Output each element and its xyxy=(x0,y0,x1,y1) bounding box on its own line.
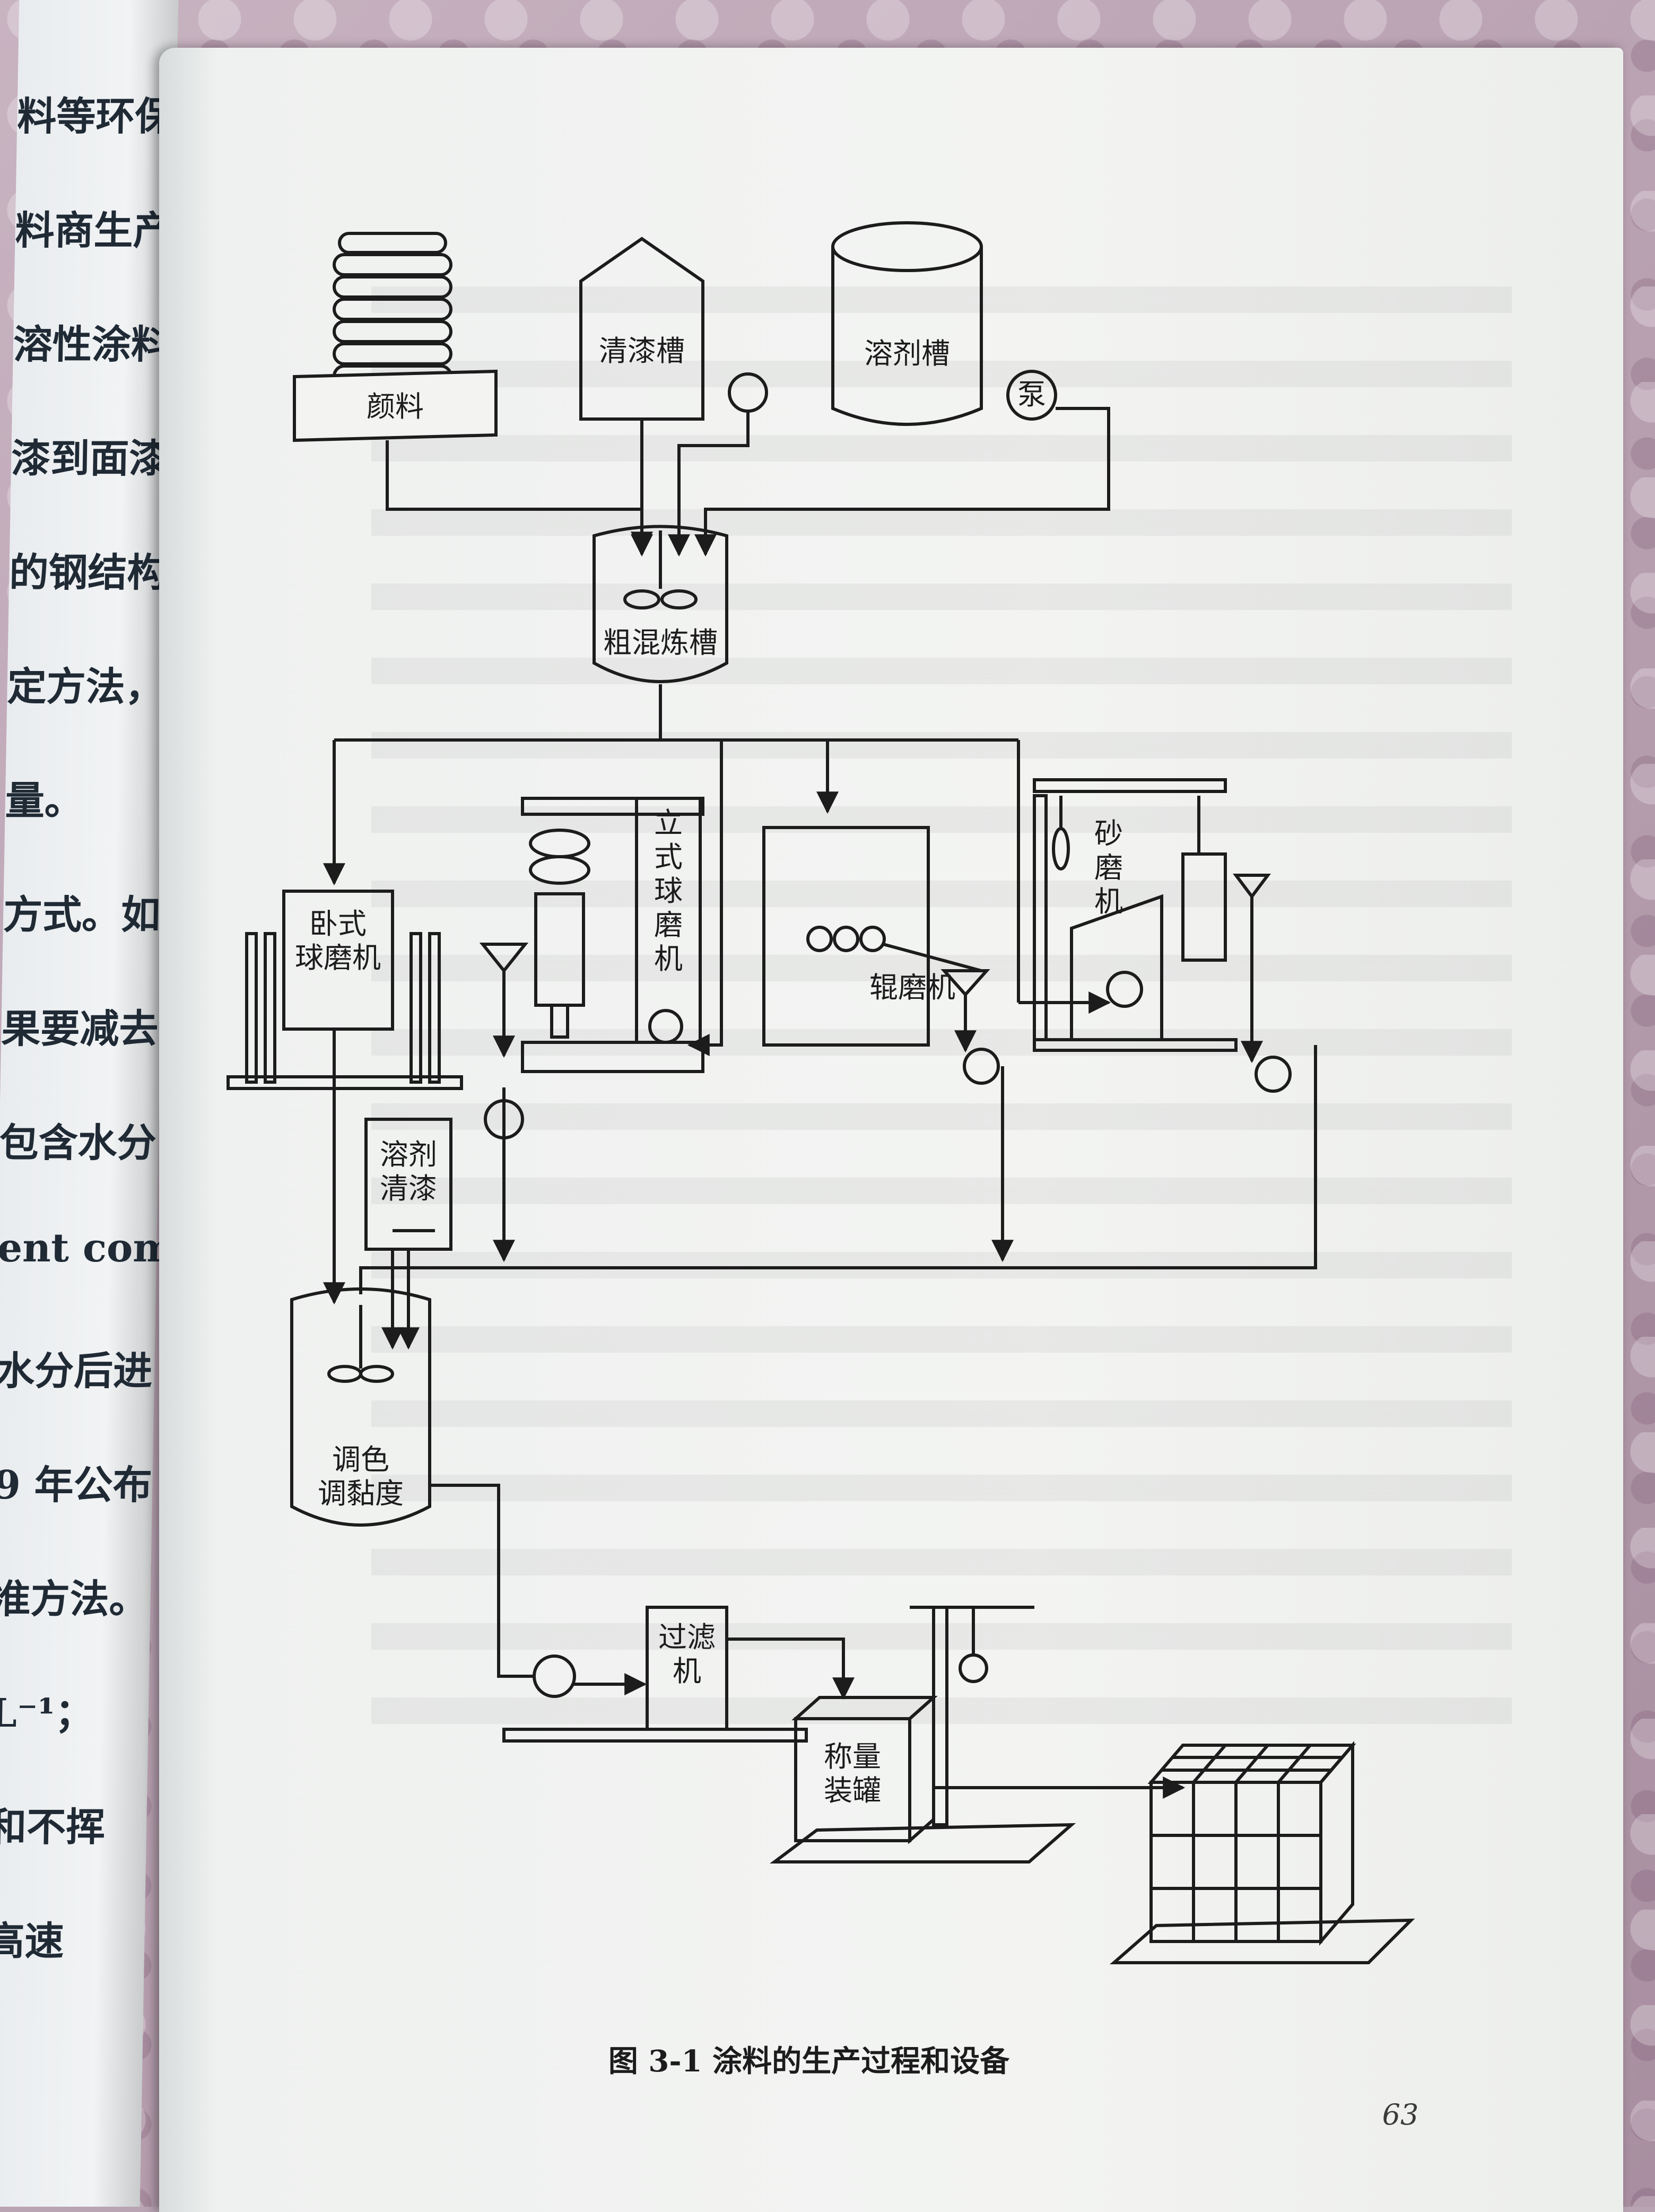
label-varnish-tank: 清漆槽 xyxy=(599,334,685,368)
sand-mill xyxy=(1033,778,1292,1093)
label-pigment: 颜料 xyxy=(367,390,424,423)
filter-machine xyxy=(502,1606,808,1743)
filter-pump xyxy=(533,1654,576,1698)
label-weigh-fill: 称量装罐 xyxy=(824,1740,881,1807)
label-filter: 过滤机 xyxy=(658,1621,716,1688)
solvent-pump xyxy=(1006,370,1057,421)
horizontal-ball-mill xyxy=(227,890,463,1090)
label-solvent-varnish: 溶剂清漆 xyxy=(380,1138,437,1205)
label-solvent-tank: 溶剂槽 xyxy=(864,337,950,370)
varnish-pump xyxy=(728,372,768,413)
label-pump: 泵 xyxy=(1017,378,1046,411)
roller-mill xyxy=(762,826,1000,1085)
bleed-through-text xyxy=(371,239,1512,1724)
label-tinting-tank: 调色调黏度 xyxy=(318,1443,404,1510)
tinting-tank xyxy=(290,1287,431,1527)
premix-tank xyxy=(593,525,728,683)
weigh-fill-station xyxy=(770,1606,1076,1863)
vertical-ball-mill xyxy=(479,797,704,1073)
label-horizontal-ball-mill: 卧式球磨机 xyxy=(295,907,381,974)
page-number: 63 xyxy=(1382,2098,1419,2131)
label-premix-tank: 粗混炼槽 xyxy=(603,626,718,659)
solvent-tank xyxy=(831,221,983,426)
pigment-bags xyxy=(293,232,498,442)
label-sand-mill: 砂磨机 xyxy=(1094,817,1123,918)
pallet-of-cans xyxy=(1110,1740,1415,1964)
figure-caption: 图 3-1 涂料的生产过程和设备 xyxy=(608,2044,1010,2079)
label-roller-mill: 辊磨机 xyxy=(869,971,955,1004)
varnish-tank xyxy=(579,237,704,421)
label-vertical-ball-mill: 立式球磨机 xyxy=(654,806,683,976)
